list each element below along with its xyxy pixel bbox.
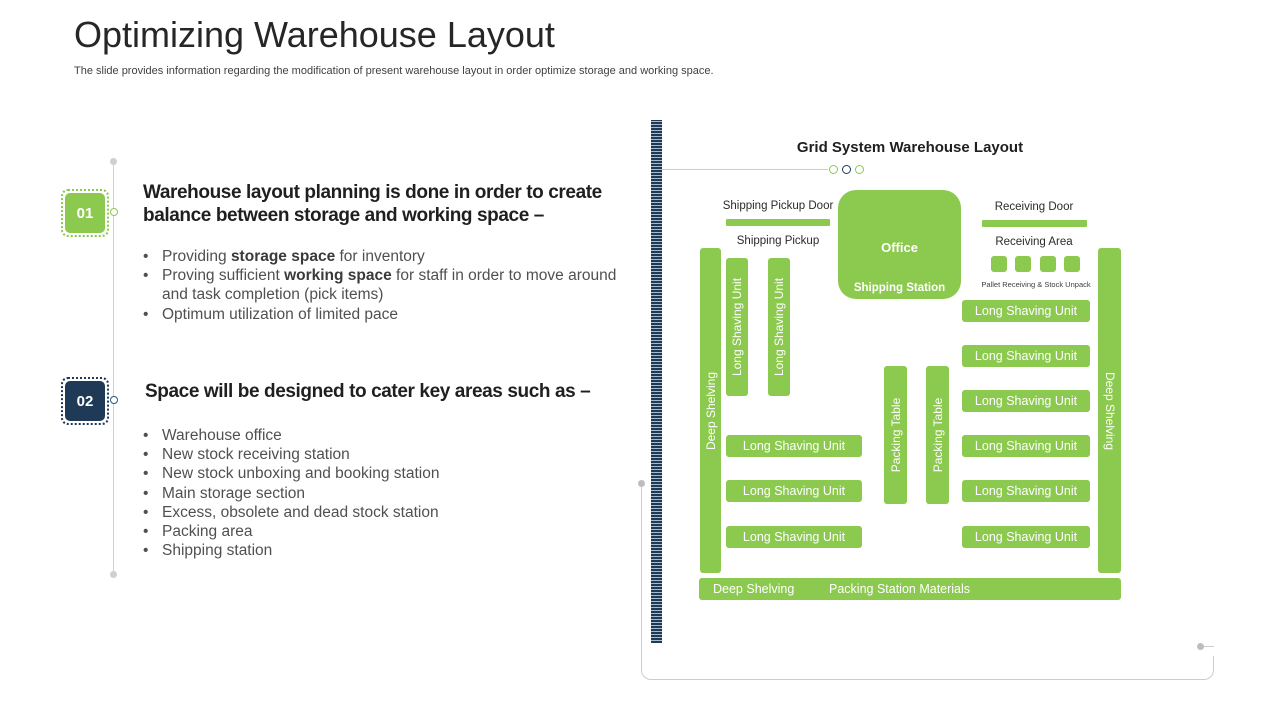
section2-bullet-item: New stock unboxing and booking station bbox=[143, 464, 638, 483]
deep-shelving-right-label: Deep Shelving bbox=[1102, 371, 1117, 450]
title-dot-1 bbox=[829, 165, 838, 174]
deep-shelving-left-label: Deep Shelving bbox=[703, 371, 718, 450]
step-badge-02-number: 02 bbox=[65, 381, 105, 421]
diagram-title-connector bbox=[662, 169, 828, 170]
pallet-square-2 bbox=[1015, 256, 1031, 272]
frame-left-line bbox=[641, 484, 642, 670]
page-title: Optimizing Warehouse Layout bbox=[74, 14, 555, 55]
long-unit-right-3: Long Shaving Unit bbox=[962, 390, 1090, 412]
section2-bullets: Warehouse officeNew stock receiving stat… bbox=[143, 426, 638, 561]
vertical-long-unit-1: Long Shaving Unit bbox=[726, 258, 748, 396]
step-badge-02: 02 bbox=[61, 377, 109, 425]
packing-table-1-label: Packing Table bbox=[888, 397, 903, 473]
timeline-start-dot bbox=[110, 158, 117, 165]
section1-heading-line2: balance between storage and working spac… bbox=[143, 205, 544, 226]
receiving-door-label: Receiving Door bbox=[994, 201, 1074, 213]
packing-table-1: Packing Table bbox=[884, 366, 907, 504]
frame-right-dot bbox=[1197, 643, 1204, 650]
pallet-square-1 bbox=[991, 256, 1007, 272]
shipping-pickup-door-label: Shipping Pickup Door bbox=[722, 200, 834, 212]
frame-left-dot bbox=[638, 480, 645, 487]
bottom-packing-materials-label: Packing Station Materials bbox=[829, 582, 971, 596]
timeline-marker-02 bbox=[110, 396, 118, 404]
packing-table-2: Packing Table bbox=[926, 366, 949, 504]
section2-bullet-item: Packing area bbox=[143, 522, 638, 541]
section1-heading-line1: Warehouse layout planning is done in ord… bbox=[143, 182, 602, 203]
receiving-door bbox=[982, 220, 1087, 227]
bullet-working-space: Proving sufficient working space for sta… bbox=[143, 266, 638, 304]
long-unit-right-6: Long Shaving Unit bbox=[962, 526, 1090, 548]
section1-heading: Warehouse layout planning is done in ord… bbox=[143, 181, 633, 227]
title-dot-2 bbox=[842, 165, 851, 174]
shipping-pickup-door bbox=[726, 219, 830, 226]
step-badge-01-number: 01 bbox=[65, 193, 105, 233]
section2-heading: Space will be designed to cater key area… bbox=[145, 381, 591, 402]
frame-bottom-line bbox=[641, 656, 1214, 680]
title-dot-3 bbox=[855, 165, 864, 174]
long-unit-right-1: Long Shaving Unit bbox=[962, 300, 1090, 322]
shipping-station-label: Shipping Station bbox=[853, 282, 946, 294]
long-unit-left-1: Long Shaving Unit bbox=[726, 435, 862, 457]
section2-bullet-item: Main storage section bbox=[143, 484, 638, 503]
bottom-deep-shelving-label: Deep Shelving bbox=[713, 582, 795, 596]
pallet-square-3 bbox=[1040, 256, 1056, 272]
section2-bullet-item: New stock receiving station bbox=[143, 445, 638, 464]
bullet-storage-space: Providing storage space for inventory bbox=[143, 247, 638, 266]
vertical-long-unit-2: Long Shaving Unit bbox=[768, 258, 790, 396]
hatched-divider-bar bbox=[651, 120, 662, 643]
shipping-pickup-label: Shipping Pickup bbox=[736, 235, 820, 247]
frame-corner-connector bbox=[1201, 646, 1214, 647]
step-badge-01: 01 bbox=[61, 189, 109, 237]
receiving-area-label: Receiving Area bbox=[995, 236, 1073, 248]
timeline-marker-01 bbox=[110, 208, 118, 216]
timeline-line bbox=[113, 161, 114, 575]
vertical-long-unit-1-label: Long Shaving Unit bbox=[730, 277, 744, 377]
diagram-title: Grid System Warehouse Layout bbox=[796, 139, 1024, 156]
section2-bullet-item: Excess, obsolete and dead stock station bbox=[143, 503, 638, 522]
long-unit-right-2: Long Shaving Unit bbox=[962, 345, 1090, 367]
pallet-square-4 bbox=[1064, 256, 1080, 272]
long-unit-left-2: Long Shaving Unit bbox=[726, 480, 862, 502]
deep-shelving-left: Deep Shelving bbox=[700, 248, 721, 573]
section2-bullet-item: Shipping station bbox=[143, 541, 638, 560]
packing-table-2-label: Packing Table bbox=[930, 397, 945, 473]
section2-bullet-item: Warehouse office bbox=[143, 426, 638, 445]
office-label: Office bbox=[881, 240, 918, 255]
pallet-note-label: Pallet Receiving & Stock Unpack bbox=[981, 280, 1091, 289]
timeline-end-dot bbox=[110, 571, 117, 578]
office-block bbox=[838, 190, 961, 299]
long-unit-right-4: Long Shaving Unit bbox=[962, 435, 1090, 457]
bottom-shelving-bar bbox=[699, 578, 1121, 600]
deep-shelving-right: Deep Shelving bbox=[1098, 248, 1121, 573]
vertical-long-unit-2-label: Long Shaving Unit bbox=[772, 277, 786, 377]
bullet-optimum-utilization: Optimum utilization of limited pace bbox=[143, 305, 638, 324]
long-unit-left-3: Long Shaving Unit bbox=[726, 526, 862, 548]
page-subtitle: The slide provides information regarding… bbox=[74, 65, 714, 77]
section1-bullets: Providing storage space for inventory Pr… bbox=[143, 247, 638, 324]
long-unit-right-5: Long Shaving Unit bbox=[962, 480, 1090, 502]
